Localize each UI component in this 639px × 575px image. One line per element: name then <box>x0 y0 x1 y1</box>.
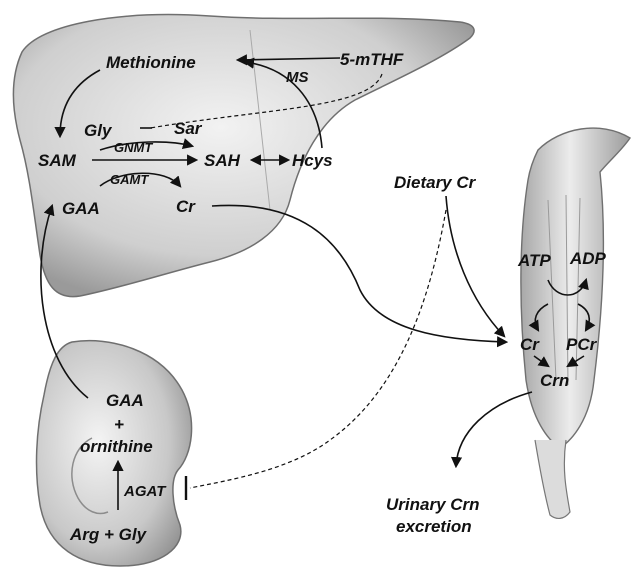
label-sar: Sar <box>174 119 203 138</box>
arrow-dietary-cr-to-muscle <box>446 196 504 336</box>
label-pcr: PCr <box>566 335 598 354</box>
label-cr-liver: Cr <box>176 197 196 216</box>
label-arg-gly: Arg + Gly <box>69 525 148 544</box>
label-excretion: excretion <box>396 517 472 536</box>
label-atp: ATP <box>517 251 551 270</box>
label-5-mthf: 5-mTHF <box>340 50 404 69</box>
label-urinary-crn: Urinary Crn <box>386 495 480 514</box>
label-methionine: Methionine <box>106 53 196 72</box>
label-crn: Crn <box>540 371 569 390</box>
label-ornithine: ornithine <box>80 437 153 456</box>
label-agat: AGAT <box>123 483 167 500</box>
arrow-crn-to-urinary <box>456 392 532 466</box>
liver-icon <box>14 15 475 297</box>
label-dietary-cr: Dietary Cr <box>394 173 477 192</box>
label-ms: MS <box>286 69 309 86</box>
label-gnmt: GNMT <box>114 140 153 155</box>
label-gly-liver: Gly <box>84 121 113 140</box>
label-gaa-kidney: GAA <box>106 391 144 410</box>
label-sah: SAH <box>204 151 241 170</box>
label-sam: SAM <box>38 151 77 170</box>
label-plus: + <box>114 415 124 434</box>
label-cr-muscle: Cr <box>520 335 540 354</box>
label-hcys: Hcys <box>292 151 333 170</box>
label-gaa-liver: GAA <box>62 199 100 218</box>
label-adp: ADP <box>569 249 607 268</box>
muscle-icon <box>521 128 630 518</box>
label-gamt: GAMT <box>110 172 149 187</box>
